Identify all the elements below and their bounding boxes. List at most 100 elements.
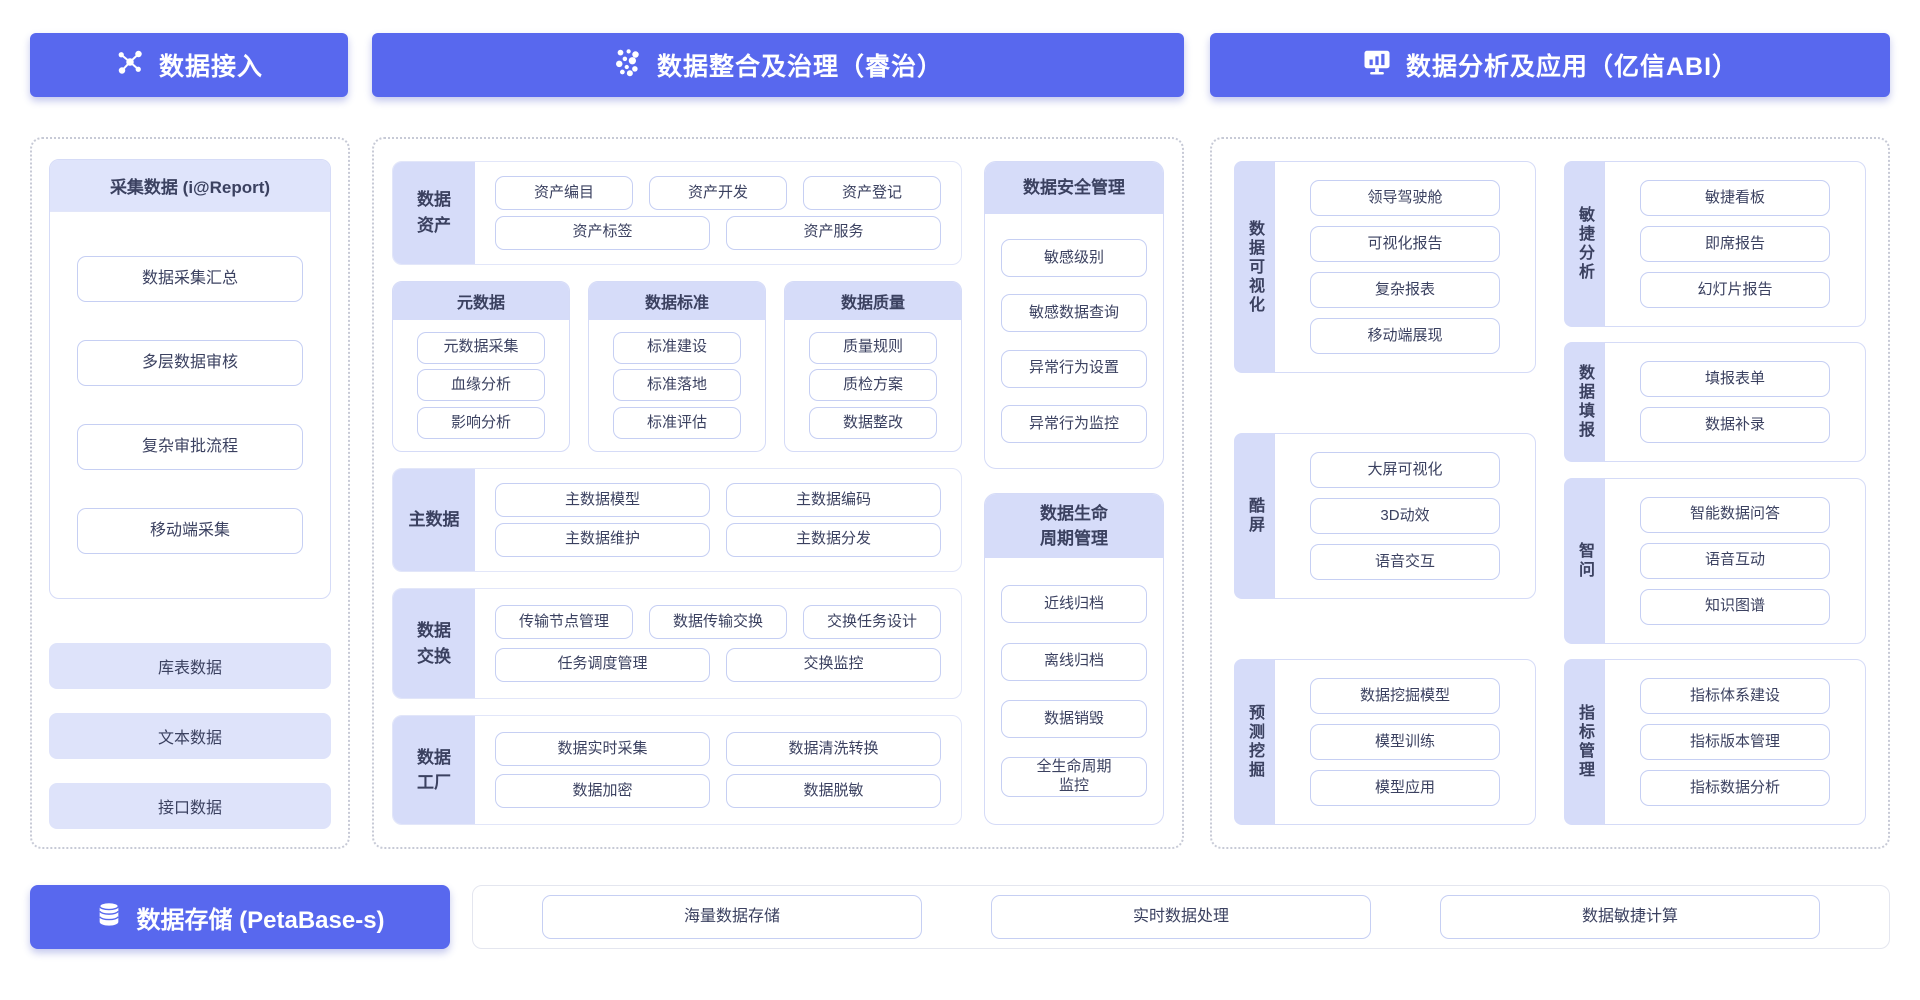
data-storage-button[interactable]: 数据存储 (PetaBase-s) [30,885,450,949]
section-label: 数据填报 [1564,342,1604,463]
dots-cluster-icon [613,47,643,84]
module-item[interactable]: 标准评估 [613,407,741,440]
module-item[interactable]: 数据采集汇总 [77,256,303,302]
module-item[interactable]: 异常行为设置 [1001,349,1147,388]
section-label: 智问 [1564,477,1604,644]
module-item[interactable]: 标准落地 [613,369,741,402]
module-item[interactable]: 资产登记 [803,175,941,210]
row-label: 数据 工厂 [393,716,475,824]
module-item[interactable]: 复杂报表 [1310,272,1500,308]
module-item[interactable]: 主数据模型 [495,482,710,517]
module-item[interactable]: 传输节点管理 [495,605,633,640]
header-data-access[interactable]: 数据接入 [30,33,348,97]
database-icon [95,900,123,935]
module-item[interactable]: 近线归档 [1001,585,1147,624]
module-item[interactable]: 敏捷看板 [1640,180,1830,216]
module-item[interactable]: 可视化报告 [1310,226,1500,262]
indicator-management-section: 指标管理 指标体系建设 指标版本管理 指标数据分析 [1564,658,1866,825]
module-item[interactable]: 交换任务设计 [803,605,941,640]
data-analysis-group: 数据可视化 领导驾驶舱 可视化报告 复杂报表 移动端展现 酷屏 大屏可视化 3D… [1210,137,1890,849]
module-item[interactable]: 数据传输交换 [649,605,787,640]
module-item[interactable]: 指标版本管理 [1640,723,1830,760]
module-item[interactable]: 资产开发 [649,175,787,210]
header-data-analysis[interactable]: 数据分析及应用（亿信ABI） [1210,33,1890,97]
module-item[interactable]: 多层数据审核 [77,340,303,386]
card-title: 数据质量 [785,281,961,320]
source-item[interactable]: 文本数据 [49,713,331,759]
module-item[interactable]: 异常行为监控 [1001,404,1147,443]
module-item[interactable]: 血缘分析 [417,369,545,402]
source-item[interactable]: 接口数据 [49,783,331,829]
card-title: 数据标准 [589,281,765,320]
data-security-card: 数据安全管理 敏感级别 敏感数据查询 异常行为设置 异常行为监控 [984,161,1164,470]
cool-screen-section: 酷屏 大屏可视化 3D动效 语音交互 [1234,433,1536,599]
row-label: 数据 交换 [393,588,475,699]
module-item[interactable]: 模型应用 [1310,770,1500,806]
module-item[interactable]: 质量规则 [809,331,937,364]
capability-item[interactable]: 海量数据存储 [542,895,922,939]
card-title: 元数据 [393,281,569,320]
source-item[interactable]: 库表数据 [49,643,331,689]
module-item[interactable]: 主数据维护 [495,522,710,557]
capability-item[interactable]: 实时数据处理 [991,895,1371,939]
module-item[interactable]: 移动端展现 [1310,318,1500,354]
module-item[interactable]: 移动端采集 [77,508,303,554]
section-label: 预测挖掘 [1234,659,1274,825]
section-label: 数据可视化 [1234,161,1274,373]
module-item[interactable]: 数据挖掘模型 [1310,678,1500,714]
module-item[interactable]: 交换监控 [726,647,941,682]
module-item[interactable]: 知识图谱 [1640,588,1830,625]
ireport-card-title: 采集数据 (i@Report) [50,160,330,212]
data-standard-card: 数据标准 标准建设 标准落地 标准评估 [588,280,766,453]
module-item[interactable]: 语音互动 [1640,542,1830,579]
module-item[interactable]: 元数据采集 [417,331,545,364]
header-data-governance[interactable]: 数据整合及治理（睿治） [372,33,1184,97]
module-item[interactable]: 质检方案 [809,369,937,402]
module-item[interactable]: 即席报告 [1640,226,1830,262]
module-item[interactable]: 幻灯片报告 [1640,272,1830,308]
metadata-card: 元数据 元数据采集 血缘分析 影响分析 [392,280,570,453]
module-item[interactable]: 资产编目 [495,175,633,210]
module-item[interactable]: 资产标签 [495,215,710,250]
module-item[interactable]: 主数据编码 [726,482,941,517]
module-item[interactable]: 数据脱敏 [726,774,941,809]
module-item[interactable]: 任务调度管理 [495,647,710,682]
module-item[interactable]: 语音交互 [1310,544,1500,580]
data-factory-row: 数据 工厂 数据实时采集 数据清洗转换 数据加密 数据脱敏 [392,715,962,825]
module-item[interactable]: 数据销毁 [1001,699,1147,738]
module-item[interactable]: 数据加密 [495,774,710,809]
module-item[interactable]: 资产服务 [726,215,941,250]
module-item[interactable]: 智能数据问答 [1640,496,1830,533]
module-item[interactable]: 影响分析 [417,407,545,440]
module-item[interactable]: 复杂审批流程 [77,424,303,470]
module-item[interactable]: 填报表单 [1640,361,1830,398]
smart-qa-section: 智问 智能数据问答 语音互动 知识图谱 [1564,477,1866,644]
agile-analysis-section: 敏捷分析 敏捷看板 即席报告 幻灯片报告 [1564,161,1866,327]
section-label: 指标管理 [1564,658,1604,825]
module-item[interactable]: 领导驾驶舱 [1310,180,1500,216]
module-item[interactable]: 敏感级别 [1001,239,1147,278]
module-item[interactable]: 数据补录 [1640,407,1830,444]
module-item[interactable]: 离线归档 [1001,642,1147,681]
module-item[interactable]: 数据清洗转换 [726,732,941,767]
module-item[interactable]: 指标数据分析 [1640,769,1830,806]
storage-label: 数据存储 (PetaBase-s) [136,906,385,934]
capability-item[interactable]: 数据敏捷计算 [1440,895,1820,939]
module-item[interactable]: 敏感数据查询 [1001,294,1147,333]
module-item[interactable]: 3D动效 [1310,498,1500,534]
module-item[interactable]: 大屏可视化 [1310,452,1500,488]
card-title: 数据安全管理 [985,162,1163,214]
card-title: 数据生命 周期管理 [985,494,1163,559]
module-item[interactable]: 标准建设 [613,331,741,364]
header-label: 数据分析及应用（亿信ABI） [1405,53,1739,81]
monitor-chart-icon [1362,47,1392,84]
data-governance-group: 数据 资产 资产编目 资产开发 资产登记 资产标签 资产服务 [372,137,1184,849]
data-quality-card: 数据质量 质量规则 质检方案 数据整改 [784,280,962,453]
module-item[interactable]: 数据整改 [809,407,937,440]
module-item[interactable]: 模型训练 [1310,724,1500,760]
module-item[interactable]: 指标体系建设 [1640,677,1830,714]
module-item[interactable]: 全生命周期 监控 [1001,757,1147,797]
module-item[interactable]: 主数据分发 [726,522,941,557]
module-item[interactable]: 数据实时采集 [495,732,710,767]
